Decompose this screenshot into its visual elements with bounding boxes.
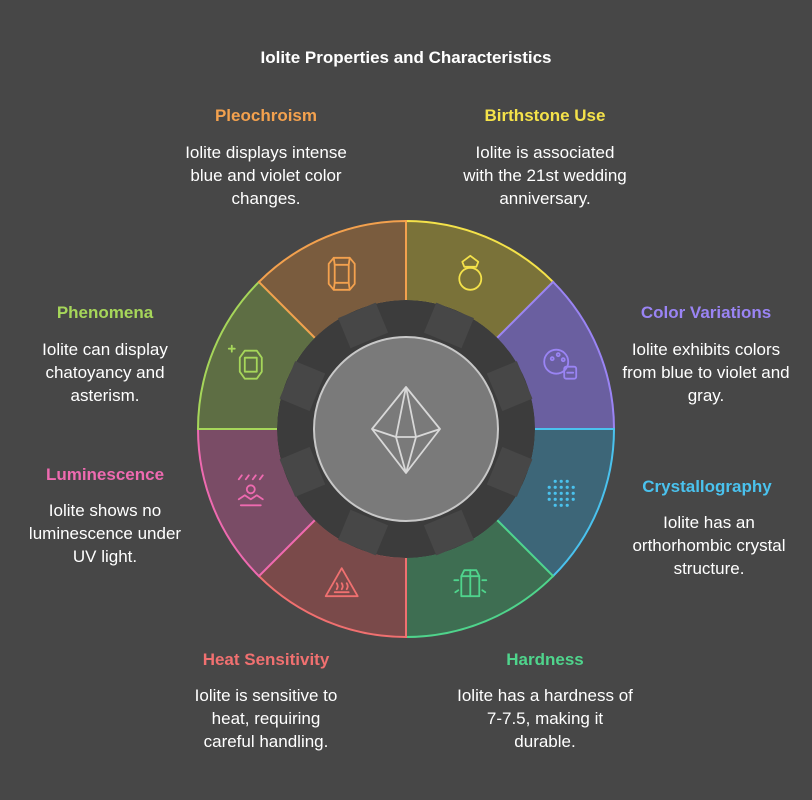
crystal-icon (453, 569, 488, 598)
ring-notch (338, 509, 389, 556)
desc-heat-sensitivity: Iolite is sensitive to heat, requiring c… (194, 686, 338, 751)
ring-notch (486, 361, 533, 412)
ring-notch (279, 361, 326, 412)
ring-notch (486, 446, 533, 497)
ring-notch (279, 446, 326, 497)
crystal-lattice-icon (547, 479, 575, 507)
desc-phenomena: Iolite can display chatoyancy and asteri… (42, 340, 168, 405)
palette-icon (543, 348, 578, 380)
label-pleochroism: Pleochroism (214, 106, 318, 125)
center-hub (313, 336, 499, 522)
label-color-variations: Color Variations (640, 303, 772, 322)
label-hardness: Hardness (506, 650, 584, 669)
ring-icon (458, 254, 483, 291)
desc-hardness: Iolite has a hardness of 7-7.5, making i… (457, 686, 633, 751)
label-crystallography: Crystallography (642, 477, 772, 496)
ring-notch (423, 509, 474, 556)
diagram-title: Iolite Properties and Characteristics (260, 48, 552, 67)
label-luminescence: Luminescence (45, 465, 165, 484)
uv-light-icon (237, 474, 264, 507)
label-heat-sensitivity: Heat Sensitivity (202, 650, 330, 669)
heat-warning-icon (324, 567, 359, 598)
gem-icon (371, 386, 441, 474)
desc-pleochroism: Iolite displays intense blue and violet … (185, 143, 347, 208)
ring-notch (338, 302, 389, 349)
desc-crystallography: Iolite has an orthorhombic crystal struc… (632, 513, 786, 578)
label-phenomena: Phenomena (56, 303, 154, 322)
desc-luminescence: Iolite shows no luminescence under UV li… (28, 501, 182, 566)
emerald-cut-gem-icon (327, 256, 356, 291)
desc-birthstone: Iolite is associated with the 21st weddi… (463, 143, 627, 208)
sparkling-gem-icon (227, 344, 263, 380)
ring-notch (423, 302, 474, 349)
desc-color-variations: Iolite exhibits colors from blue to viol… (622, 340, 790, 405)
label-birthstone: Birthstone Use (484, 106, 606, 125)
